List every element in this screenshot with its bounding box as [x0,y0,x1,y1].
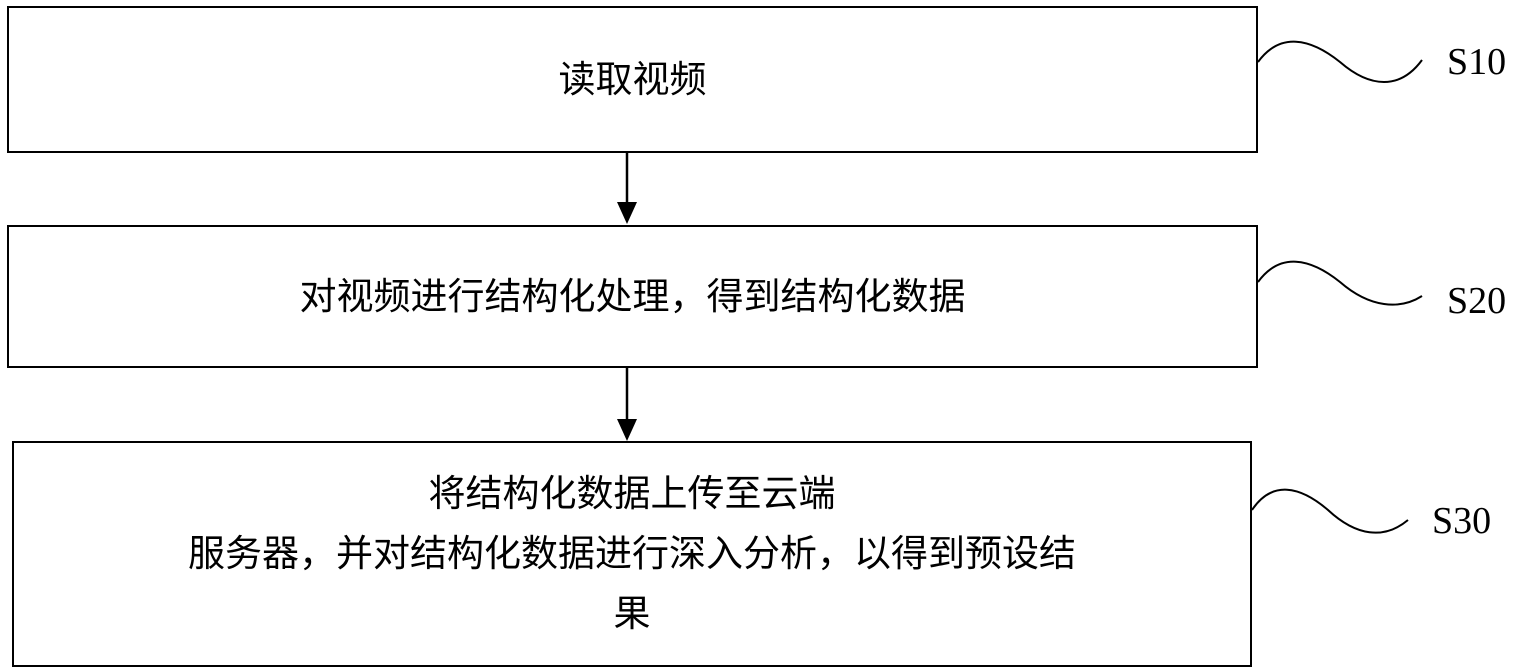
step-text: 对视频进行结构化处理，得到结构化数据 [299,274,966,318]
process-box-upload-analyze: 将结构化数据上传至云端 服务器，并对结构化数据进行深入分析，以得到预设结 果 [12,441,1252,667]
leader-wave-s10 [1257,40,1423,83]
step-label-s30: S30 [1432,500,1492,542]
leader-wave-s30 [1251,488,1409,534]
arrow-s20-to-s30 [617,368,637,441]
leader-wave-s20 [1257,260,1423,306]
process-box-read-video: 读取视频 [7,6,1258,153]
step-text: 读取视频 [558,57,707,101]
step-label-s10: S10 [1447,41,1507,83]
process-box-structuring: 对视频进行结构化处理，得到结构化数据 [7,225,1258,368]
step-text: 将结构化数据上传至云端 服务器，并对结构化数据进行深入分析，以得到预设结 果 [188,472,1076,635]
arrow-s10-to-s20 [617,153,637,224]
step-label-s20: S20 [1447,280,1507,322]
